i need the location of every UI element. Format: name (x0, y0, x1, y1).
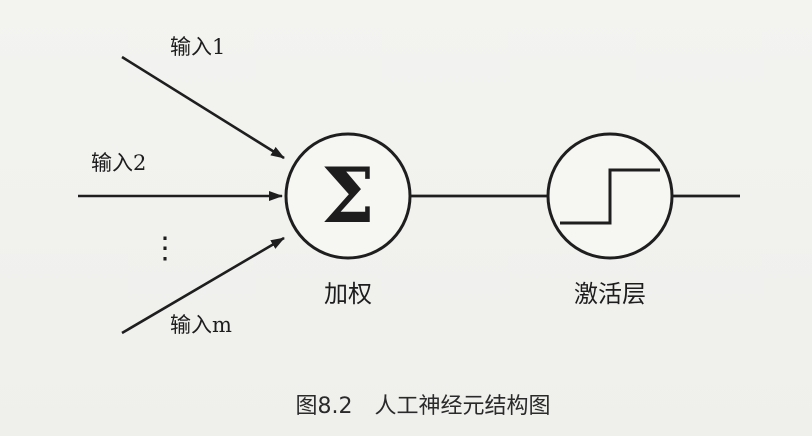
ellipsis: ⋮ (150, 231, 180, 266)
input-1-arrow (121, 55, 285, 160)
weight-label: 加权 (324, 280, 372, 308)
input-1-label: 输入1 (170, 35, 225, 59)
input-m-arrow (121, 236, 285, 335)
input-2-label: 输入2 (91, 151, 146, 175)
step-function-icon (560, 168, 660, 225)
activation-label: 激活层 (574, 280, 646, 308)
sum-symbol: Σ (321, 151, 375, 240)
input-m-label: 输入m (170, 313, 232, 337)
figure-caption: 图8.2 人工神经元结构图 (296, 394, 551, 419)
